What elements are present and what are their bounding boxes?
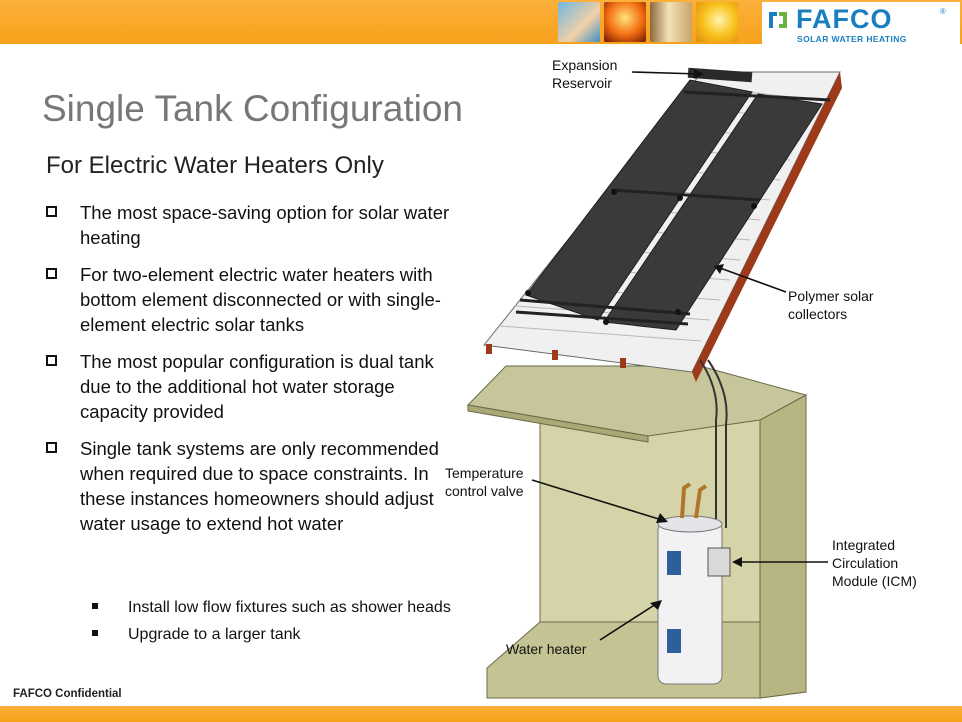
callout-expansion-reservoir: Expansion Reservoir [552,56,617,92]
callout-text: Integrated [832,537,896,553]
shower-photo-thumbnail [650,2,692,42]
heater-lower-panel [667,629,681,653]
logo-registered-mark: ® [940,7,946,16]
header-photo-strip [558,2,738,42]
logo-wordmark: FAFCO [796,4,893,34]
square-bullet-icon [92,630,98,636]
callout-text: Reservoir [552,75,612,91]
callout-text: Temperature [445,465,524,481]
sub-bullet-item: Upgrade to a larger tank [44,624,458,645]
room-floor [486,621,806,699]
sub-bullet-list: Install low flow fixtures such as shower… [44,597,458,651]
return-pipe [707,359,728,528]
slide-subtitle: For Electric Water Heaters Only [46,152,384,179]
roof-rafter-tails [486,344,626,368]
water-heater-tank [657,521,723,685]
callout-text: collectors [788,306,848,322]
single-tank-system-diagram [466,67,842,699]
heater-top-pipes [680,482,708,519]
flame-photo-thumbnail [604,2,646,42]
room-side-wall [759,394,807,699]
logo-tagline: SOLAR WATER HEATING [797,34,907,44]
callout-text: Water heater [506,641,587,657]
callout-text: Polymer solar [788,288,874,304]
callout-text: Expansion [552,57,618,73]
bullet-item: The most popular configuration is dual t… [44,349,464,424]
callout-text: control valve [445,483,524,499]
sub-bullet-text: Upgrade to a larger tank [128,626,301,643]
sub-bullet-item: Install low flow fixtures such as shower… [44,597,458,618]
sub-bullet-text: Install low flow fixtures such as shower… [128,599,451,616]
sun-photo-thumbnail [696,2,738,42]
confidential-footer: FAFCO Confidential [13,688,122,700]
callout-text: Circulation [832,555,899,571]
roof-fascia [692,72,842,382]
square-bullet-icon [92,603,98,609]
bullet-text: For two-element electric water heaters w… [80,264,441,335]
circulation-module [707,547,731,577]
checkbox-bullet-icon [46,268,57,279]
slide-title: Single Tank Configuration [42,88,463,129]
checkbox-bullet-icon [46,442,57,453]
solar-collector-left [525,79,753,321]
footer-bar [0,706,962,722]
checkbox-bullet-icon [46,206,57,217]
checkbox-bullet-icon [46,355,57,366]
callout-leader-lines [531,71,828,641]
callout-text: Module (ICM) [832,573,917,589]
bullet-text: The most popular configuration is dual t… [80,351,434,422]
bullet-text: Single tank systems are only recommended… [80,438,439,534]
family-photo-thumbnail [558,2,600,42]
callout-water-heater: Water heater [506,640,586,658]
ceiling-slab-edge [467,404,649,443]
bullet-item: The most space-saving option for solar w… [44,200,464,250]
bullet-item: Single tank systems are only recommended… [44,436,464,536]
collector-headers [515,90,831,326]
heater-upper-panel [667,551,681,575]
supply-pipe [699,359,718,520]
fafco-logo: FAFCO ® SOLAR WATER HEATING [762,2,960,44]
callout-arrowheads [650,69,742,610]
bullet-text: The most space-saving option for solar w… [80,202,450,248]
callout-temperature-valve: Temperature control valve [445,464,524,500]
callout-icm: Integrated Circulation Module (ICM) [832,536,917,590]
bullet-item: For two-element electric water heaters w… [44,262,464,337]
fafco-logo-mark-icon [769,12,787,28]
callout-polymer-collectors: Polymer solar collectors [788,287,874,323]
solar-collector-right [603,93,823,331]
expansion-reservoir [687,67,753,83]
pipe-fittings [525,189,757,325]
bullet-list: The most space-saving option for solar w… [44,200,464,548]
water-heater-top [657,515,723,533]
